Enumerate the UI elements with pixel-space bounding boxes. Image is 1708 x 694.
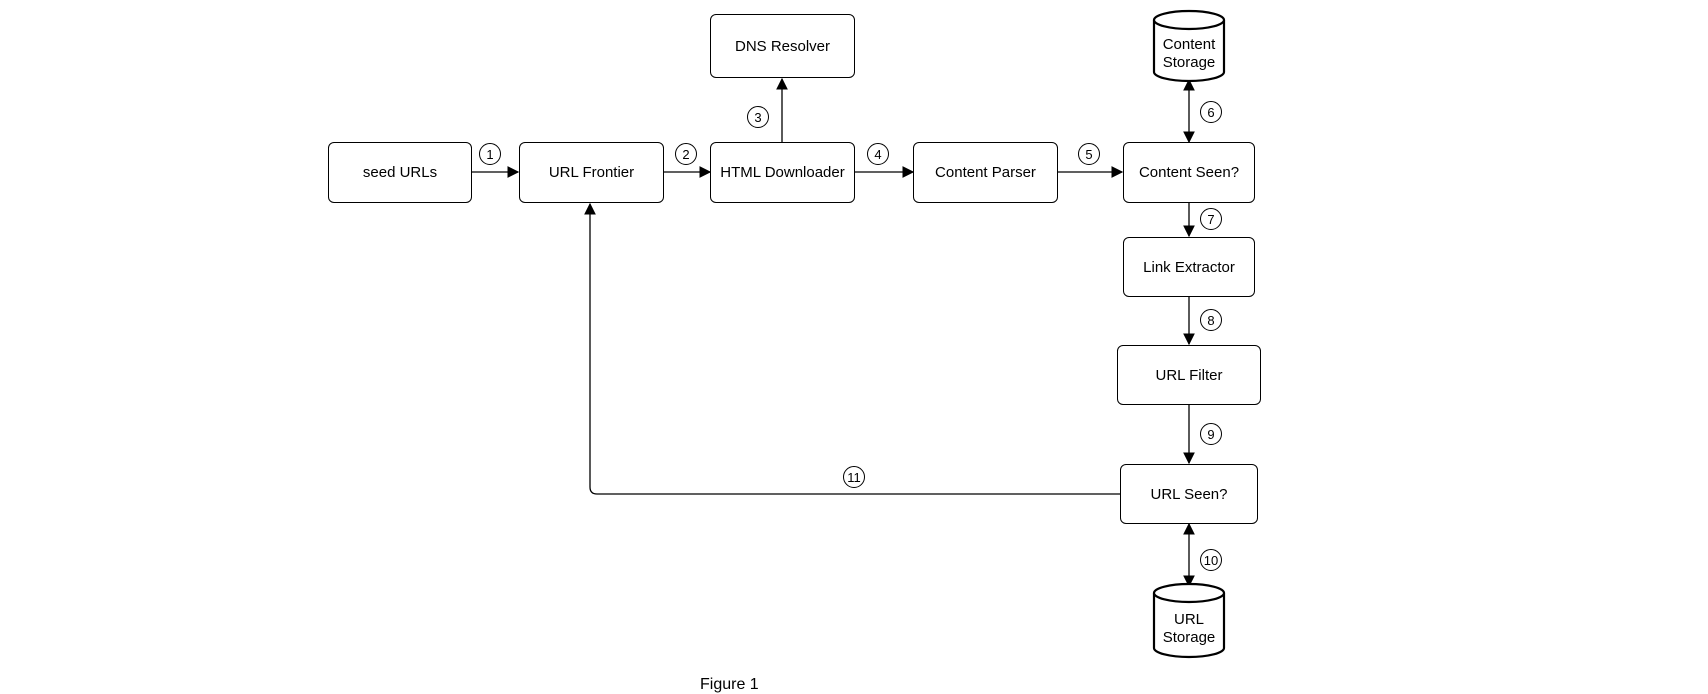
edge-11	[584, 202, 1120, 495]
seed-urls-label: seed URLs	[362, 164, 438, 181]
step-badge-9: 9	[1200, 423, 1222, 445]
url-storage-label: URL Storage	[1162, 611, 1216, 646]
url-storage-cylinder	[1152, 582, 1226, 659]
html-downloader-label: HTML Downloader	[720, 164, 845, 181]
step-badge-2: 2	[675, 143, 697, 165]
step-badge-11: 11	[843, 466, 865, 488]
content-seen-label: Content Seen?	[1138, 164, 1240, 181]
link-extractor-node: Link Extractor	[1123, 237, 1255, 297]
url-frontier-label: URL Frontier	[548, 164, 635, 181]
content-seen-node: Content Seen?	[1123, 142, 1255, 203]
html-downloader-node: HTML Downloader	[710, 142, 855, 203]
step-badge-6: 6	[1200, 101, 1222, 123]
step-badge-10: 10	[1200, 549, 1222, 571]
dns-resolver-node: DNS Resolver	[710, 14, 855, 78]
seed-urls-node: seed URLs	[328, 142, 472, 203]
content-parser-node: Content Parser	[913, 142, 1058, 203]
content-storage-cylinder	[1152, 9, 1226, 83]
content-storage-label: Content Storage	[1162, 36, 1216, 71]
step-badge-7: 7	[1200, 208, 1222, 230]
url-filter-label: URL Filter	[1155, 366, 1223, 384]
step-badge-8: 8	[1200, 309, 1222, 331]
step-badge-1: 1	[479, 143, 501, 165]
url-seen-node: URL Seen?	[1120, 464, 1258, 524]
url-seen-label: URL Seen?	[1150, 485, 1228, 503]
url-frontier-node: URL Frontier	[519, 142, 664, 203]
url-filter-node: URL Filter	[1117, 345, 1261, 405]
step-badge-3: 3	[747, 106, 769, 128]
link-extractor-label: Link Extractor	[1143, 258, 1235, 276]
step-badge-4: 4	[867, 143, 889, 165]
figure-caption: Figure 1	[700, 676, 759, 693]
step-badge-5: 5	[1078, 143, 1100, 165]
dns-resolver-label: DNS Resolver	[734, 37, 831, 55]
content-parser-label: Content Parser	[935, 164, 1036, 181]
